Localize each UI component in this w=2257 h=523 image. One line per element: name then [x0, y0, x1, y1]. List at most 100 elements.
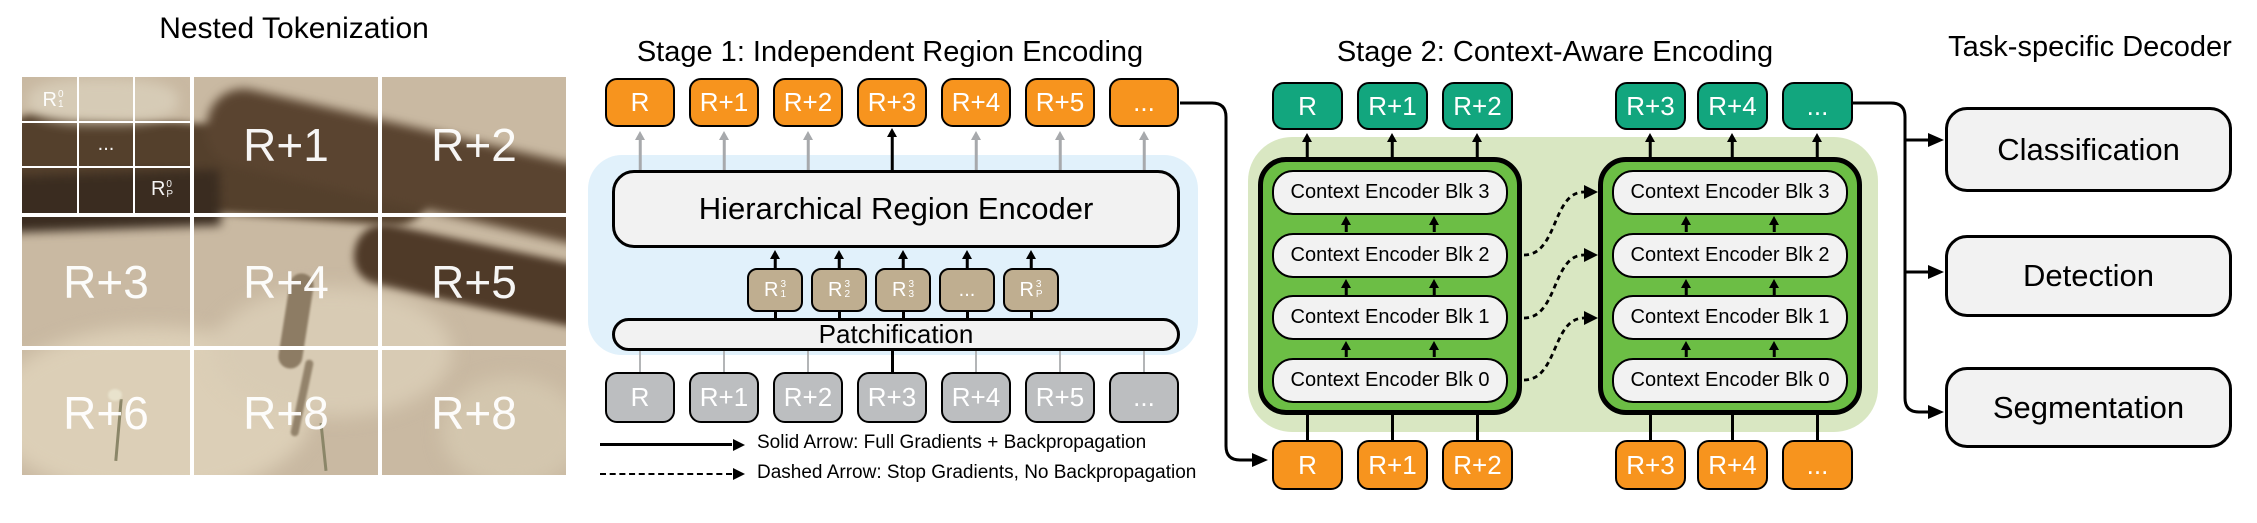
hierarchical-region-encoder-box: Hierarchical Region Encoder [612, 170, 1180, 248]
block-label: Context Encoder Blk 0 [1630, 369, 1830, 391]
token-label: R+2 [1453, 90, 1502, 121]
context-token: R+1 [1357, 82, 1428, 130]
decoder-label: Segmentation [1992, 389, 2185, 425]
full-gradient-arrow [1680, 279, 1692, 295]
token-label: R+2 [1453, 449, 1502, 480]
token-label: R+3 [1626, 90, 1675, 121]
gradient-arrow [718, 131, 730, 170]
connector-line [807, 351, 809, 372]
context-token: R [1272, 82, 1343, 130]
decoder-label: Classification [1997, 131, 2180, 167]
dashed-arrow-sample [600, 467, 745, 480]
connector-line [1391, 415, 1394, 440]
context-token: ... [1782, 82, 1853, 130]
full-gradient-arrow [1428, 341, 1440, 357]
connector-line [1731, 415, 1734, 440]
region-token: R+5 [1025, 78, 1095, 127]
patch-token: ... [939, 268, 995, 312]
region-label: R+2 [431, 119, 517, 171]
region-token: R+1 [689, 372, 759, 423]
region-token: R+4 [941, 78, 1011, 127]
full-gradient-arrow [1644, 133, 1656, 157]
region-token: R+2 [773, 78, 843, 127]
token-label: R+1 [1368, 449, 1417, 480]
token-base: R [827, 278, 843, 301]
token-sub: 2 [844, 289, 850, 300]
region-token: R [605, 78, 675, 127]
token-sup: 3 [1035, 279, 1042, 290]
token-base: R [150, 178, 166, 200]
context-encoder-block: Context Encoder Blk 2 [1612, 233, 1848, 278]
grid-line [378, 77, 382, 475]
connector-line [975, 351, 977, 372]
context-encoder-block: Context Encoder Blk 3 [1272, 170, 1508, 215]
nested-tokenization-title: Nested Tokenization [159, 12, 429, 45]
token-label: ... [1806, 90, 1829, 121]
token-sup: 0 [166, 178, 172, 190]
gradient-arrow [970, 131, 982, 170]
full-gradient-arrow [1340, 216, 1352, 232]
full-gradient-arrow [961, 250, 973, 268]
patchification-box: Patchification [612, 318, 1180, 351]
stage1-title: Stage 1: Independent Region Encoding [636, 36, 1144, 68]
token-label: R+1 [699, 87, 749, 117]
token-label: ... [1806, 449, 1829, 480]
token-base: R [763, 278, 779, 301]
full-gradient-arrow [1471, 133, 1483, 157]
token-label: R+4 [1708, 90, 1757, 121]
grid-line [22, 213, 566, 217]
decoder-title: Task-specific Decoder [1948, 31, 2232, 63]
connector-line [1143, 351, 1145, 372]
full-gradient-arrow [897, 250, 909, 268]
full-gradient-arrow [1726, 133, 1738, 157]
connector-line [1030, 312, 1033, 320]
subgrid-line [22, 166, 190, 168]
region-token: R+3 [1615, 440, 1686, 490]
block-label: Context Encoder Blk 3 [1630, 181, 1830, 203]
token-label: R+3 [867, 87, 917, 117]
legend-dashed-label: Dashed Arrow: Stop Gradients, No Backpro… [757, 462, 1197, 483]
connector-line [902, 312, 905, 320]
token-label: R [630, 382, 650, 412]
token-label: R+5 [1035, 382, 1085, 412]
classification-decoder-box: Classification [1945, 107, 2232, 192]
region-token: R+4 [1697, 440, 1768, 490]
rock-highlight [442, 377, 566, 475]
token-label: R+1 [699, 382, 749, 412]
context-encoder-block: Context Encoder Blk 1 [1272, 295, 1508, 340]
connector-line [1306, 415, 1309, 440]
rock-highlight [28, 79, 178, 123]
full-gradient-arrow [1428, 279, 1440, 295]
token-label: R [630, 87, 650, 117]
context-encoder-block: Context Encoder Blk 0 [1272, 358, 1508, 403]
connector-line [639, 351, 641, 372]
full-gradient-arrow [833, 250, 845, 268]
region-token: R [605, 372, 675, 423]
gradient-arrow [1054, 131, 1066, 170]
token-label: R+4 [1708, 449, 1757, 480]
token-sub: P [166, 188, 174, 200]
context-encoder-stack-right: Context Encoder Blk 3 Context Encoder Bl… [1598, 157, 1862, 415]
subpatch-label-dots: ... [97, 133, 115, 155]
region-label: R+4 [243, 255, 329, 308]
region-label: R+5 [431, 255, 517, 308]
token-label: R+3 [867, 382, 917, 412]
token-base: R [42, 88, 57, 111]
token-label: R+2 [783, 87, 833, 117]
region-token: R+2 [1442, 440, 1513, 490]
full-gradient-arrow [1768, 279, 1780, 295]
context-encoder-block: Context Encoder Blk 0 [1612, 358, 1848, 403]
grid-line [190, 77, 194, 475]
region-label: R+8 [431, 386, 517, 439]
region-label: R+8 [243, 386, 329, 439]
token-label: R+1 [1368, 90, 1417, 121]
token-sup: 3 [780, 279, 786, 290]
region-token: R+5 [1025, 372, 1095, 423]
token-label: ... [1133, 87, 1155, 117]
token-sup: 3 [844, 279, 850, 290]
context-encoder-stack-left: Context Encoder Blk 3 Context Encoder Bl… [1258, 157, 1522, 415]
region-token: ... [1109, 78, 1179, 127]
